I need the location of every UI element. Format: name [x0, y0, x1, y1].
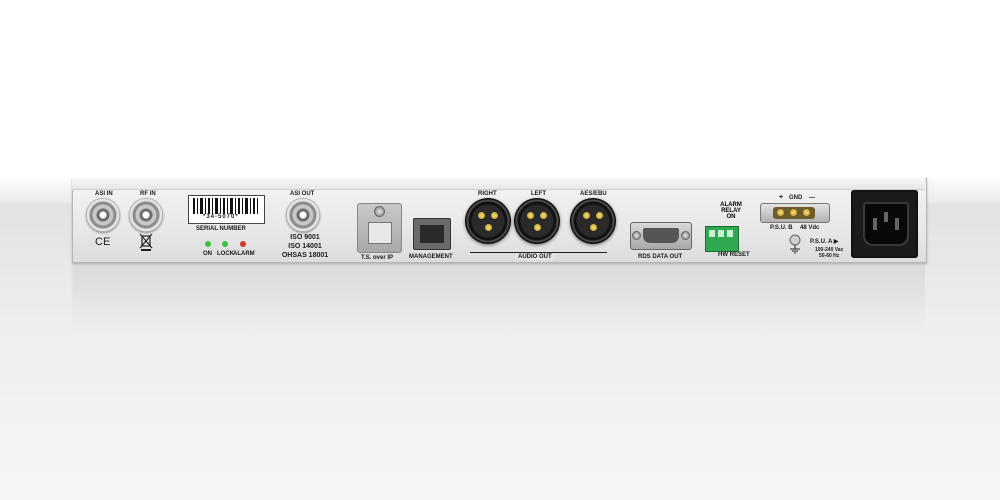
psu-a-iec-inlet[interactable] — [851, 190, 918, 258]
alarm-relay-line1: ALARM — [720, 202, 742, 208]
serial-barcode-text: *34-5070* — [203, 214, 239, 220]
on-led-indicator — [205, 241, 211, 247]
dc-terminal-insert — [773, 207, 815, 219]
rds-data-out-label: RDS DATA OUT — [638, 254, 683, 260]
audio-out-bracket-line — [470, 252, 607, 253]
panel-reflection — [72, 264, 925, 334]
ts-over-ip-ethernet-port[interactable] — [368, 222, 392, 244]
ground-icon — [789, 234, 801, 254]
ts-over-ip-port-housing — [357, 203, 402, 253]
cert-iso-9001: ISO 9001 — [290, 234, 320, 241]
psu-plus-label: + — [779, 194, 784, 201]
asi-in-label: ASI IN — [95, 191, 113, 197]
audio-right-xlr-connector[interactable] — [465, 198, 511, 244]
management-ethernet-port[interactable] — [413, 218, 451, 250]
right-channel-label: RIGHT — [478, 191, 497, 197]
asi-out-label: ASI OUT — [290, 191, 315, 197]
audio-out-label: AUDIO OUT — [515, 254, 555, 260]
housing-screw — [374, 206, 385, 217]
left-channel-label: LEFT — [531, 191, 546, 197]
psu-gnd-label: GND — [789, 195, 803, 201]
alarm-led-indicator — [240, 241, 246, 247]
rj45-socket — [420, 225, 444, 243]
alarm-relay-block: ALARM RELAY ON — [716, 202, 746, 220]
psu-minus-label: — — [809, 195, 815, 201]
cert-iso-14001: ISO 14001 — [288, 243, 322, 250]
cert-ohsas-18001: OHSAS 18001 — [281, 252, 329, 259]
psu-b-dc-connector[interactable] — [760, 203, 830, 223]
lock-led-indicator — [222, 241, 228, 247]
serial-barcode-sticker: *34-5070* — [188, 195, 265, 224]
asi-out-bnc-connector[interactable] — [286, 198, 320, 232]
db9-shell — [643, 228, 679, 243]
rds-data-out-db9-connector[interactable] — [630, 222, 692, 250]
barcode-icon — [193, 198, 258, 214]
panel-top-lip — [72, 177, 925, 190]
alarm-relay-line2: RELAY — [721, 208, 741, 214]
iec-socket — [863, 202, 909, 246]
on-led-label: ON — [203, 251, 212, 257]
weee-bin-icon — [139, 233, 153, 251]
ts-over-ip-label: T.S. over IP — [361, 255, 394, 261]
certifications-block: ISO 9001 ISO 14001 OHSAS 18001 — [276, 233, 334, 260]
alarm-relay-line3: ON — [726, 214, 736, 220]
alarm-relay-terminal-block[interactable] — [705, 226, 739, 252]
serial-number-label: SERIAL NUMBER — [196, 226, 246, 232]
psu-a-spec-voltage: 100-240 Vac — [815, 247, 844, 253]
psu-a-spec-frequency: 50-60 Hz — [819, 253, 840, 259]
lock-led-label: LOCK — [217, 251, 234, 257]
aes-ebu-label: AES/EBU — [580, 191, 607, 197]
psu-a-label: P.S.U. A ▶ — [810, 239, 839, 245]
alarm-led-label: ALARM — [233, 251, 255, 257]
hw-reset-label[interactable]: HW RESET — [718, 252, 750, 258]
ce-mark: CE — [95, 236, 111, 248]
rf-in-label: RF IN — [140, 191, 156, 197]
psu-b-label: P.S.U. B — [770, 225, 793, 231]
psu-b-voltage-label: 48 Vdc — [800, 225, 820, 231]
aes-ebu-xlr-connector[interactable] — [570, 198, 616, 244]
asi-in-bnc-connector[interactable] — [86, 198, 120, 232]
rf-in-bnc-connector[interactable] — [129, 198, 163, 232]
management-label: MANAGEMENT — [409, 254, 453, 260]
audio-left-xlr-connector[interactable] — [514, 198, 560, 244]
